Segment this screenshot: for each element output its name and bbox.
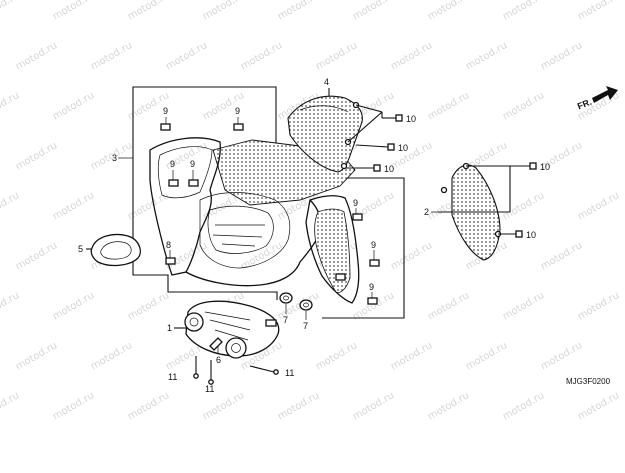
callout-4: 4	[324, 77, 329, 87]
callout-3: 3	[112, 153, 117, 163]
watermark-text: motod.ru	[539, 40, 584, 72]
watermark-text: motod.ru	[51, 190, 96, 222]
watermark-text: motod.ru	[314, 340, 359, 372]
watermark-text: motod.ru	[14, 340, 59, 372]
callout-10-c: 10	[384, 164, 394, 174]
callout-1: 1	[167, 323, 172, 333]
watermark-text: motod.ru	[576, 390, 621, 422]
meter-assembly-part-1	[174, 300, 280, 385]
watermark-text: motod.ru	[51, 390, 96, 422]
callout-9-right-bottom: 9	[369, 282, 374, 292]
watermark-text: motod.ru	[0, 190, 21, 222]
callout-8: 8	[166, 240, 171, 250]
watermark-text: motod.ru	[539, 340, 584, 372]
watermark-text: motod.ru	[426, 90, 471, 122]
watermark-text: motod.ru	[89, 340, 134, 372]
panel-part-4	[287, 88, 383, 173]
callout-labels: 3 4 2 5 1 6 7 7 8 9 9 9 9 9 9 9 10 10 10…	[78, 77, 550, 394]
callout-9-top-left: 9	[163, 106, 168, 116]
watermark-text: motod.ru	[576, 190, 621, 222]
callout-7-left: 7	[283, 315, 288, 325]
watermark-text: motod.ru	[276, 390, 321, 422]
callout-11-b: 11	[205, 384, 214, 394]
watermark-text: motod.ru	[51, 0, 96, 23]
leader-lines	[118, 117, 438, 354]
watermark-text: motod.ru	[314, 40, 359, 72]
callout-9-mid-left: 9	[170, 159, 175, 169]
watermark-text: motod.ru	[14, 240, 59, 272]
watermark-text: motod.ru	[501, 390, 546, 422]
watermark-text: motod.ru	[51, 90, 96, 122]
callout-10-a: 10	[406, 114, 416, 124]
watermark-text: motod.ru	[389, 340, 434, 372]
watermark-text: motod.ru	[501, 0, 546, 23]
watermark-text: motod.ru	[89, 40, 134, 72]
watermark-text: motod.ru	[464, 340, 509, 372]
bolts-10	[346, 114, 537, 238]
watermark-text: motod.ru	[389, 140, 434, 172]
watermark-text: motod.ru	[389, 240, 434, 272]
watermark-text: motod.ru	[164, 40, 209, 72]
callout-5: 5	[78, 244, 83, 254]
watermark-text: motod.ru	[426, 290, 471, 322]
watermark-text: motod.ru	[576, 290, 621, 322]
callout-7-right: 7	[303, 321, 308, 331]
callout-9-top-right: 9	[235, 106, 240, 116]
ring-part-5	[86, 233, 141, 267]
watermark-text: motod.ru	[239, 240, 284, 272]
callout-10-d: 10	[540, 162, 550, 172]
watermark-text: motod.ru	[14, 140, 59, 172]
watermark-text: motod.ru	[351, 390, 396, 422]
callout-11-a: 11	[168, 372, 177, 382]
watermark-text: motod.ru	[539, 240, 584, 272]
callout-9-right-mid: 9	[371, 240, 376, 250]
watermark-text: motod.ru	[126, 290, 171, 322]
watermark-text: motod.ru	[201, 390, 246, 422]
watermark-text: motod.ru	[351, 0, 396, 23]
watermark-text: motod.ru	[126, 390, 171, 422]
watermark-text: motod.ru	[0, 0, 21, 23]
watermark-text: motod.ru	[14, 40, 59, 72]
watermark-text: motod.ru	[0, 390, 21, 422]
grommet-parts-7	[279, 292, 313, 311]
watermark-text: motod.ru	[501, 190, 546, 222]
watermark-pattern: motod.ru motod.ru motod.ru motod.ru motod.ru…	[0, 0, 621, 423]
diagram-code: MJG3F0200	[566, 377, 611, 386]
watermark-text: motod.ru	[276, 0, 321, 23]
watermark-text: motod.ru	[0, 90, 21, 122]
callout-10-b: 10	[398, 143, 408, 153]
callout-9-right-top: 9	[353, 198, 358, 208]
callout-9-mid-right: 9	[190, 159, 195, 169]
watermark-text: motod.ru	[501, 290, 546, 322]
callout-6: 6	[216, 355, 221, 365]
watermark-text: motod.ru	[239, 40, 284, 72]
watermark-text: motod.ru	[389, 40, 434, 72]
callout-2: 2	[424, 207, 429, 217]
watermark-text: motod.ru	[464, 40, 509, 72]
watermark-text: motod.ru	[501, 90, 546, 122]
watermark-text: motod.ru	[126, 0, 171, 23]
watermark-text: motod.ru	[426, 0, 471, 23]
callout-11-c: 11	[285, 368, 294, 378]
watermark-text: motod.ru	[51, 290, 96, 322]
watermark-text: motod.ru	[426, 390, 471, 422]
watermark-text: motod.ru	[0, 290, 21, 322]
watermark-text: motod.ru	[576, 0, 621, 23]
callout-10-e: 10	[526, 230, 536, 240]
watermark-text: motod.ru	[201, 0, 246, 23]
